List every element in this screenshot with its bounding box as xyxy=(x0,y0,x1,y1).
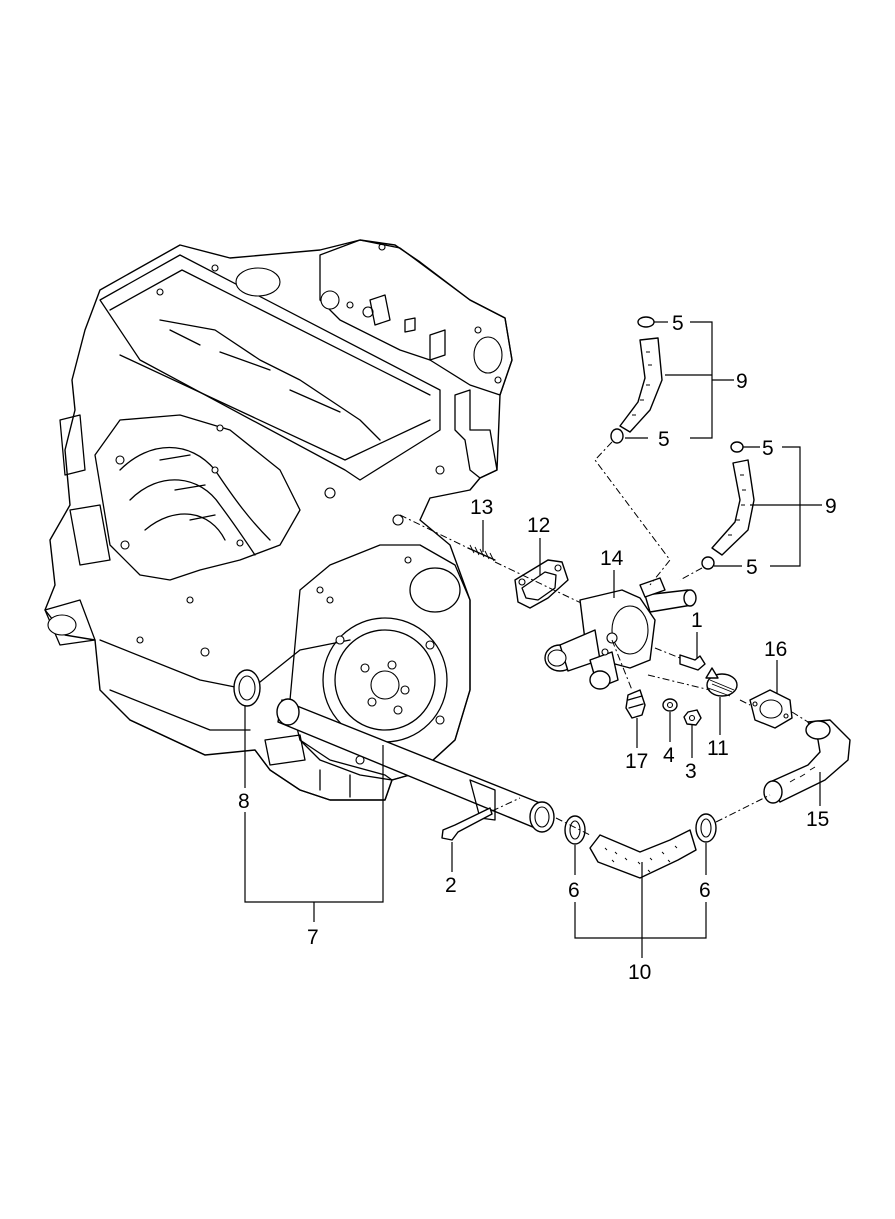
hose-part-15 xyxy=(763,719,851,804)
callout-11: 11 xyxy=(707,737,729,760)
hose-clamp-left-part-6 xyxy=(564,815,586,845)
callout-9-lower: 9 xyxy=(825,495,837,518)
engine-assembly xyxy=(44,239,513,801)
gasket-part-16 xyxy=(739,689,809,729)
callout-9-upper: 9 xyxy=(736,370,748,393)
hose-part-10 xyxy=(589,829,697,879)
callout-2: 2 xyxy=(445,874,457,897)
callout-15: 15 xyxy=(806,808,829,831)
water-pipe-assembly xyxy=(264,698,555,833)
callout-7: 7 xyxy=(307,926,319,949)
callout-4: 4 xyxy=(663,744,675,767)
callout-14: 14 xyxy=(600,547,624,570)
leader-lines xyxy=(244,321,822,958)
nut-part-4 xyxy=(662,698,678,712)
gasket-part-12 xyxy=(494,559,601,613)
thermostat-part-11 xyxy=(647,667,738,697)
callout-6-left: 6 xyxy=(568,879,580,902)
callout-13: 13 xyxy=(470,496,493,519)
callout-labels: 5 9 5 5 9 5 13 12 14 1 16 11 17 4 3 15 8… xyxy=(238,312,837,984)
thermostat-housing-part-14 xyxy=(544,577,697,690)
callout-5-upper-bottom: 5 xyxy=(658,428,670,451)
callout-16: 16 xyxy=(764,638,787,661)
hose-clamp-right-part-6 xyxy=(695,813,717,843)
callout-5-upper-top: 5 xyxy=(672,312,684,335)
callout-6-right: 6 xyxy=(699,879,711,902)
bolt-part-1 xyxy=(654,647,706,671)
callout-12: 12 xyxy=(527,514,550,537)
callout-17: 17 xyxy=(625,750,648,773)
stud-part-13 xyxy=(399,514,496,562)
nut-part-3 xyxy=(683,709,702,726)
callout-10: 10 xyxy=(628,961,651,984)
hose-9-upper-to-housing-line xyxy=(594,441,671,586)
bypass-hose-lower-part-9 xyxy=(701,441,755,570)
callout-8: 8 xyxy=(238,790,250,813)
callout-5-lower-top: 5 xyxy=(762,437,774,460)
temperature-sensor-part-17 xyxy=(611,639,646,719)
o-ring-part-8 xyxy=(233,669,261,707)
bolt-part-2 xyxy=(441,797,521,841)
bypass-hose-upper-part-9 xyxy=(610,316,663,444)
hose-10-to-pipe-line xyxy=(555,817,591,836)
callout-3: 3 xyxy=(685,760,697,783)
hose-9-lower-to-housing-line xyxy=(679,567,703,581)
callout-5-lower-bottom: 5 xyxy=(746,556,758,579)
hose-10-to-hose-15-line xyxy=(715,794,771,823)
callout-1: 1 xyxy=(691,609,703,632)
